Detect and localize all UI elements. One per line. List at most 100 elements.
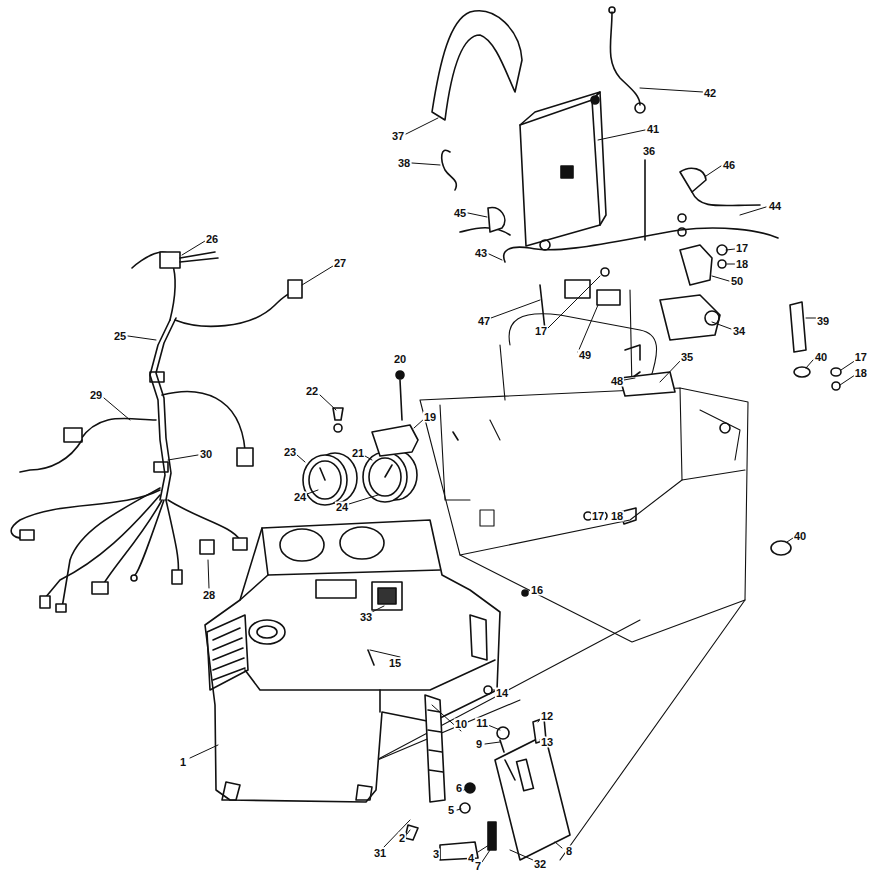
illustration-line [302,266,333,285]
illustration-line [237,448,253,466]
illustration-line [428,710,443,772]
callout-number: 43 [474,248,488,259]
callout-number: 13 [540,737,554,748]
illustration-line [162,392,245,450]
illustration-line [240,575,268,600]
illustration-line [500,345,505,400]
illustration-line [470,615,487,660]
illustration-line [720,423,730,433]
callout-number: 45 [453,208,467,219]
illustration-line [597,290,620,305]
callout-number: 5 [447,805,455,816]
illustration-line [40,596,50,608]
callout-number: 39 [816,316,830,327]
illustration-line [488,822,496,850]
illustration-line [706,166,721,176]
illustration-line [309,461,341,499]
illustration-line [497,727,509,739]
illustration-line [249,620,285,644]
illustration-line [20,530,34,540]
illustration-line [205,520,500,802]
illustration-line [491,300,540,318]
illustration-line [170,262,175,320]
illustration-line [660,360,681,382]
illustration-line [154,462,168,472]
illustration-line [182,241,205,255]
illustration-line [307,490,318,494]
illustration-line [320,468,325,480]
illustration-line [131,575,137,581]
callout-number: 6 [455,783,463,794]
illustration-line [128,336,156,340]
illustration-line [832,382,840,390]
illustration-line [464,789,466,790]
illustration-line [700,410,740,460]
illustration-line [520,100,600,246]
illustration-line [460,480,682,555]
illustration-line [480,510,494,526]
illustration-line [598,130,645,140]
illustration-line [565,280,590,298]
illustration-line [478,845,489,852]
illustration-line [505,760,515,780]
callout-number: 2 [398,833,406,844]
illustration-line [727,264,735,265]
callout-number: 40 [814,352,828,363]
callout-number: 3 [432,849,440,860]
illustration-line [257,626,277,638]
illustration-line [489,254,502,260]
callout-number: 9 [475,739,483,750]
illustration-line [790,302,806,352]
illustration-line [806,318,816,319]
illustration-line [495,735,570,860]
illustration-line [680,168,706,192]
illustration-line [601,268,609,276]
callout-number: 24 [335,502,349,513]
callout-number: 20 [393,354,407,365]
illustration-line [406,118,438,134]
illustration-line [540,285,545,330]
illustration-line [396,371,404,379]
callout-number: 33 [359,612,373,623]
illustration-line [517,759,534,791]
callout-number: 28 [202,590,216,601]
illustration-line [233,538,247,550]
illustration-line [504,228,778,262]
illustration-line [349,495,378,504]
illustration-line [488,208,505,232]
illustration-line [610,12,640,105]
illustration-line [168,500,240,540]
illustration-line [432,11,522,120]
illustration-line [385,465,392,477]
callout-number: 34 [732,326,746,337]
illustration-line [62,488,160,608]
illustration-line [635,103,645,113]
callout-number: 18 [610,511,624,522]
illustration-line [520,92,600,125]
illustration-line [245,660,495,690]
illustration-line [560,600,745,860]
illustration-line [548,276,600,328]
illustration-line [222,782,240,800]
callout-number: 23 [283,447,297,458]
illustration-line [280,529,324,561]
illustration-line [680,245,712,285]
illustration-line [370,650,400,657]
illustration-line [150,372,164,382]
callout-number: 17 [735,243,749,254]
illustration-line [208,560,209,588]
callout-number: 18 [854,368,868,379]
illustration-line [166,500,178,575]
illustration-line [692,192,760,206]
switch-plate [405,718,570,860]
illustration-line [372,582,402,610]
callout-number: 10 [454,719,468,730]
illustration-line [104,398,130,420]
illustration-line [740,207,766,215]
callout-number: 29 [89,390,103,401]
callout-number: 31 [373,848,387,859]
illustration-line [806,360,813,368]
illustration-line [56,604,66,612]
